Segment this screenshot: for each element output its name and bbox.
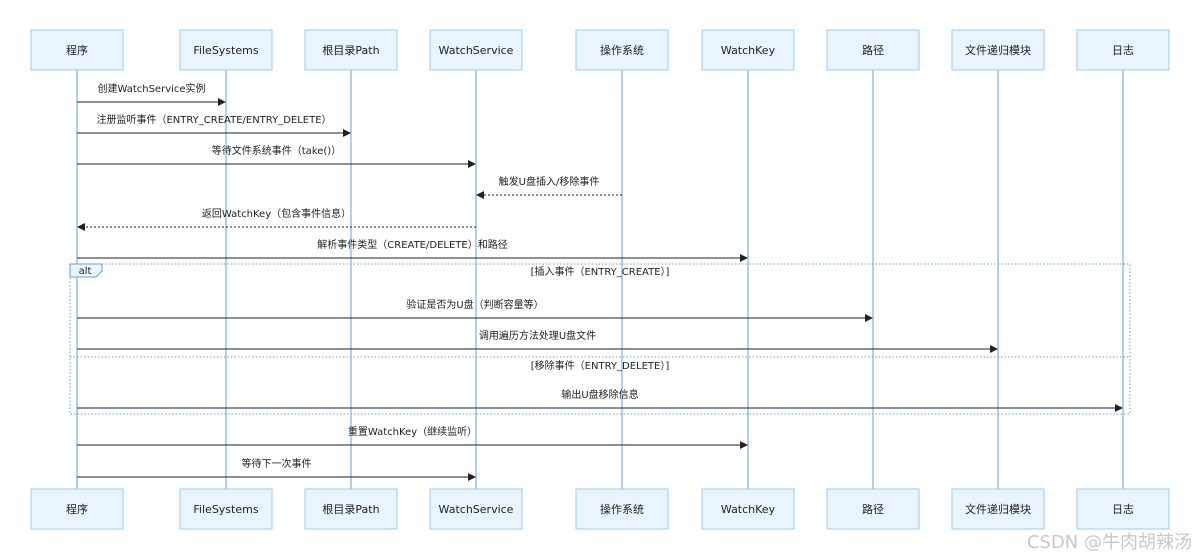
actor-label-rec-top: 文件递归模块 (965, 43, 1031, 57)
actor-box-wk-bottom (701, 488, 795, 530)
actor-label-rec-bottom: 文件递归模块 (965, 502, 1031, 516)
actor-label-path-top: 路径 (862, 44, 884, 57)
actor-label-os-bottom: 操作系统 (600, 502, 644, 516)
actor-box-root-bottom (304, 488, 398, 530)
alt-condition-1: [插入事件（ENTRY_CREATE）] (531, 265, 670, 278)
actor-box-fs-bottom (179, 488, 273, 530)
actor-box-os-bottom (575, 488, 669, 530)
actor-label-root-bottom: 根目录Path (322, 502, 379, 516)
actor-box-prog-bottom (30, 488, 124, 530)
message-label-6: 解析事件类型（CREATE/DELETE）和路径 (317, 238, 507, 251)
actor-label-ws-top: WatchService (439, 44, 514, 57)
alt-condition-2: [移除事件（ENTRY_DELETE）] (531, 359, 670, 372)
actor-label-os-top: 操作系统 (600, 43, 644, 57)
actor-box-path-bottom (826, 488, 920, 530)
actor-box-ws-top (429, 29, 523, 71)
message-label-5: 返回WatchKey（包含事件信息） (202, 207, 351, 220)
actor-box-log-bottom (1076, 488, 1170, 530)
alt-frame (69, 263, 1131, 415)
actor-label-prog-top: 程序 (66, 43, 88, 57)
actor-label-wk-bottom: WatchKey (721, 503, 776, 516)
actor-label-ws-bottom: WatchService (439, 503, 514, 516)
message-label-1: 创建WatchService实例 (97, 82, 205, 95)
message-label-9: 输出U盘移除信息 (561, 388, 638, 401)
actor-label-wk-top: WatchKey (721, 44, 776, 57)
actor-box-rec-top (951, 29, 1045, 71)
actor-box-fs-top (179, 29, 273, 71)
message-label-2: 注册监听事件（ENTRY_CREATE/ENTRY_DELETE） (96, 113, 331, 126)
alt-tag-box (69, 263, 103, 278)
actor-box-log-top (1076, 29, 1170, 71)
actor-label-log-bottom: 日志 (1112, 503, 1134, 516)
actor-label-fs-bottom: FileSystems (193, 503, 258, 516)
message-label-8: 调用遍历方法处理U盘文件 (479, 329, 596, 342)
message-label-3: 等待文件系统事件（take()） (212, 144, 341, 157)
actor-label-fs-top: FileSystems (193, 44, 258, 57)
actor-box-path-top (826, 29, 920, 71)
actor-label-path-bottom: 路径 (862, 503, 884, 516)
message-label-11: 等待下一次事件 (242, 457, 312, 470)
actor-box-ws-bottom (429, 488, 523, 530)
actor-box-wk-top (701, 29, 795, 71)
actor-box-rec-bottom (951, 488, 1045, 530)
actor-box-os-top (575, 29, 669, 71)
actor-label-root-top: 根目录Path (322, 43, 379, 57)
actor-box-prog-top (30, 29, 124, 71)
watermark: CSDN @牛肉胡辣汤 (1027, 532, 1192, 553)
alt-tag-label: alt (79, 266, 92, 277)
message-label-4: 触发U盘插入/移除事件 (499, 175, 600, 188)
actor-label-log-top: 日志 (1112, 44, 1134, 57)
actor-label-prog-bottom: 程序 (66, 502, 88, 516)
message-label-7: 验证是否为U盘（判断容量等） (406, 298, 543, 311)
actor-box-root-top (304, 29, 398, 71)
message-label-10: 重置WatchKey（继续监听） (348, 425, 477, 438)
